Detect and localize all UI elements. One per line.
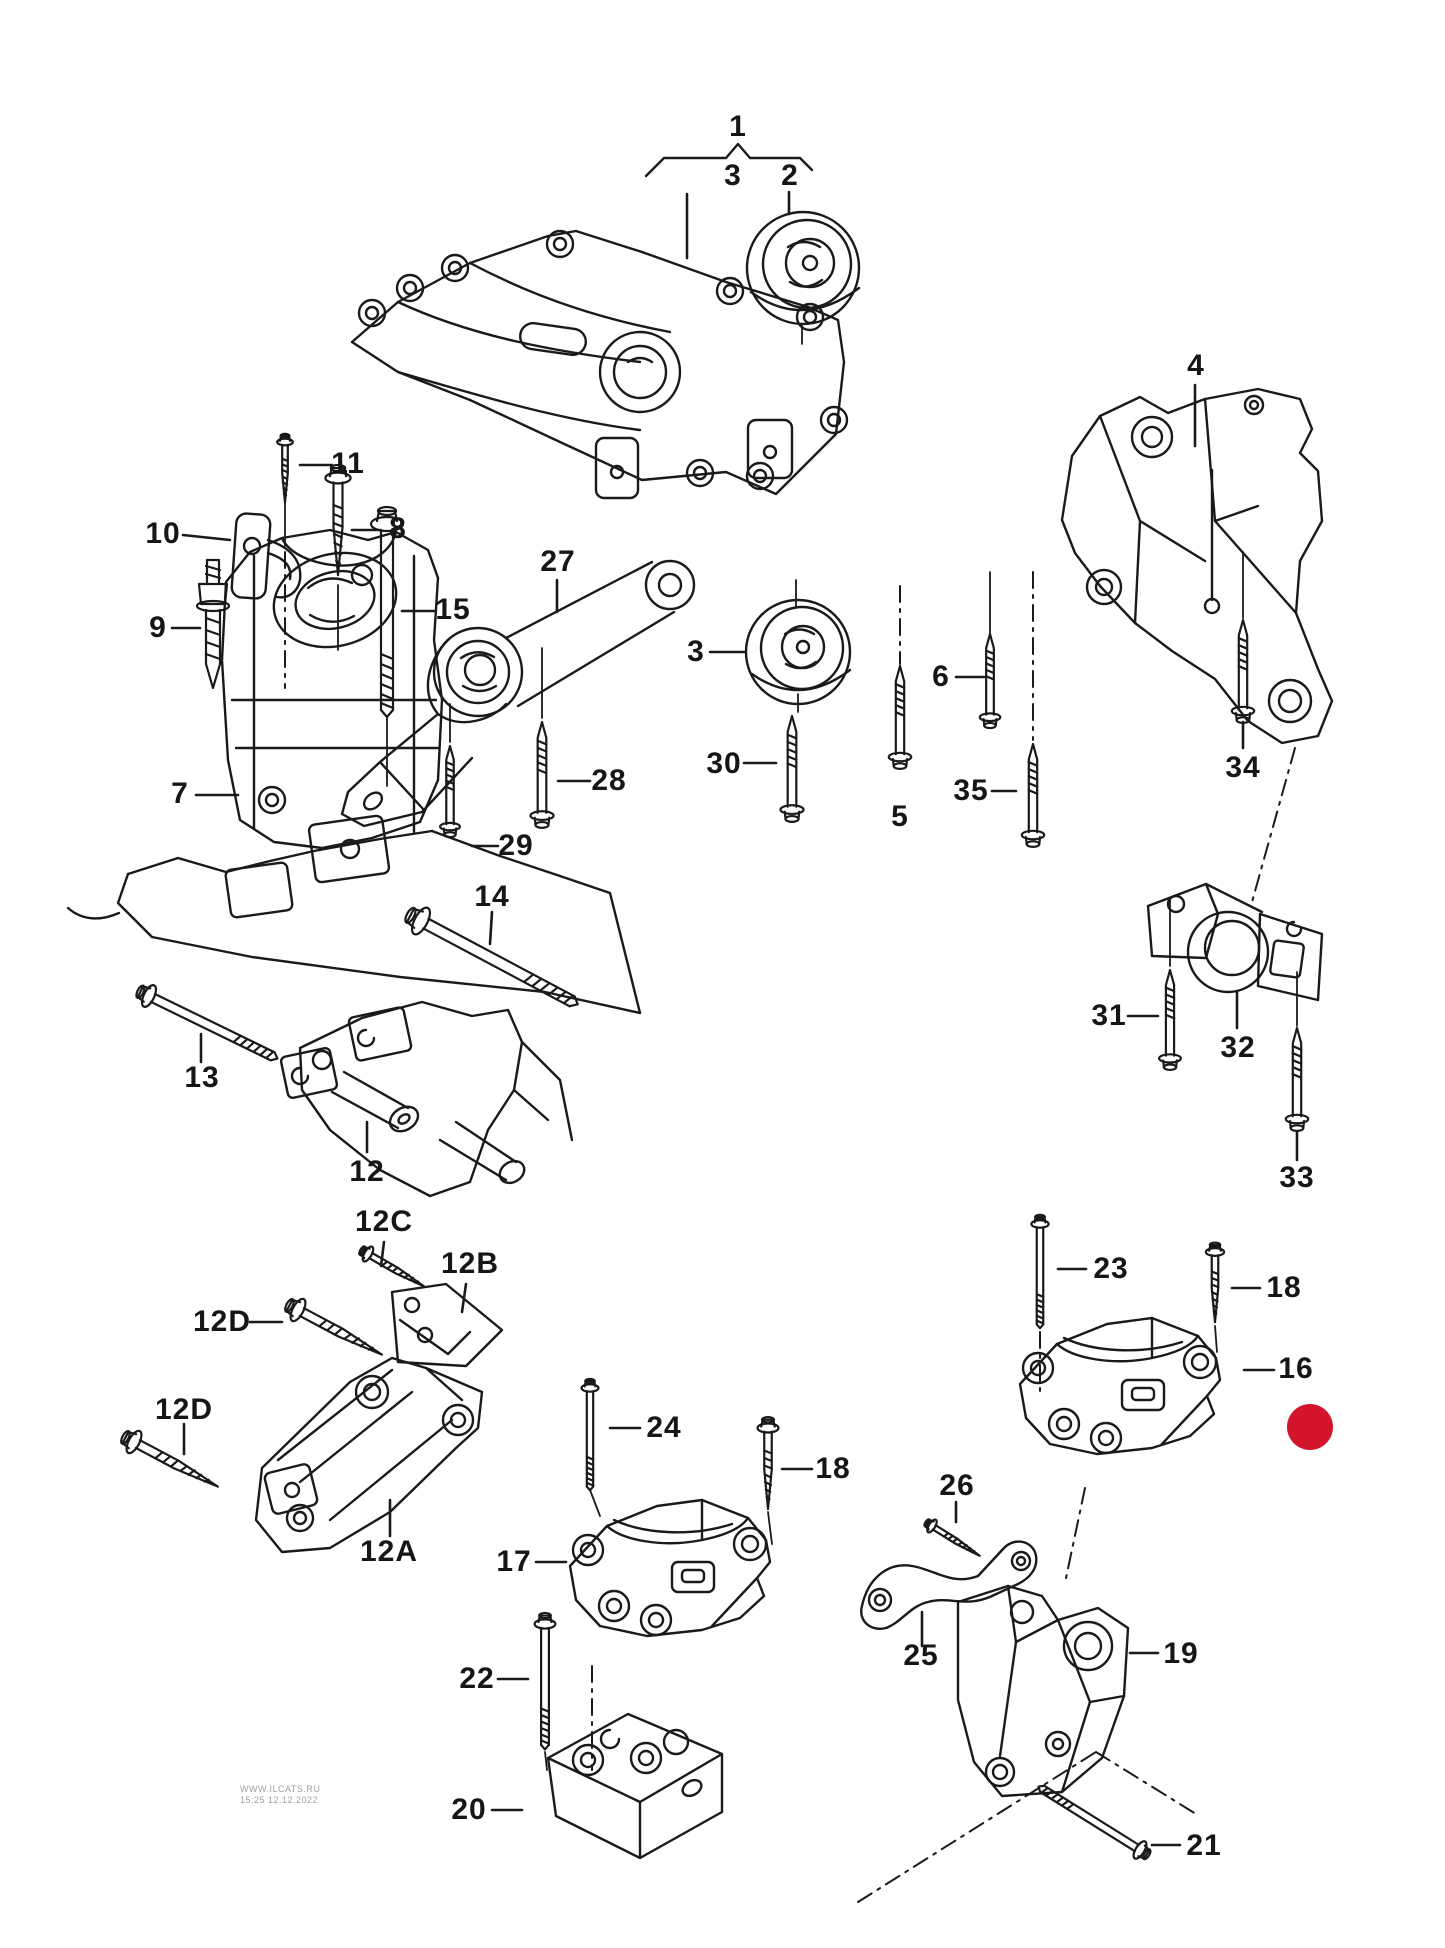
callout-12A: 12A [359,1535,419,1568]
gearbox-mount-16-drawing [1018,1316,1222,1456]
bolt-23-drawing [1030,1214,1050,1329]
callout-21: 21 [1186,1829,1222,1862]
bracket-12-drawing [280,1002,572,1196]
assembly-axis-lines [285,326,1297,1770]
callout-14: 14 [474,880,510,913]
callout-22: 22 [459,1662,495,1695]
callout-5: 5 [891,800,909,833]
callout-28: 28 [591,764,627,797]
selected-part-marker [1287,1404,1333,1450]
callout-12: 12 [349,1155,385,1188]
callout-25: 25 [903,1639,939,1672]
callout-31: 31 [1091,999,1127,1032]
callout-18: 18 [815,1452,851,1485]
callout-19: 19 [1163,1637,1199,1670]
bolt-13-drawing [131,978,284,1071]
bolt-26-drawing [921,1515,985,1563]
lower-bushing-drawing [746,600,850,704]
body-rail-drawing [68,815,640,1013]
bolt-12d-lower-drawing [115,1424,225,1499]
callout-4: 4 [1187,349,1205,382]
callout-3: 3 [724,159,742,192]
callout-18: 18 [1266,1271,1302,1304]
callout-11: 11 [331,447,365,480]
stud-9-drawing [197,560,229,688]
pendulum-support-drawing [342,561,694,826]
screw-34-drawing [1230,619,1256,724]
screw-31-drawing [1158,969,1182,1071]
callout-30: 30 [706,747,742,780]
callout-17: 17 [496,1545,532,1578]
callout-12C: 12C [354,1205,414,1238]
callout-7: 7 [171,777,189,810]
support-block-20-drawing [548,1714,722,1858]
clamp-32-drawing [1148,884,1322,1000]
leader-lines [172,192,1297,1845]
bolt-24-drawing [580,1378,600,1491]
bolt-21-drawing [1032,1777,1155,1865]
bracket-12a-drawing [256,1358,482,1552]
engine-mount-7-drawing [222,530,442,848]
watermark-timestamp: 15:25 12.12.2022 [240,1795,319,1805]
screw-5-drawing [887,665,913,770]
subframe-drawing [352,231,847,498]
callout-6: 6 [932,660,950,693]
callout-29: 29 [498,829,534,862]
callout-34: 34 [1225,751,1261,784]
screw-28-drawing [529,721,555,829]
screw-30-drawing [779,715,805,823]
callout-32: 32 [1220,1031,1256,1064]
screw-29-drawing [439,745,461,838]
callout-9: 9 [149,611,167,644]
screw-35-drawing [1020,743,1046,848]
callout-12D: 12D [154,1393,214,1426]
group-bracket-1 [646,144,812,176]
callout-12D: 12D [192,1305,252,1338]
callout-10: 10 [145,517,181,550]
bolt-11-drawing [276,433,294,504]
centerlines [285,552,1295,1902]
callout-24: 24 [646,1411,682,1444]
callout-35: 35 [953,774,989,807]
screw-6-drawing [978,633,1002,729]
retainer-10-drawing [231,513,300,599]
watermark: WWW.ILCATS.RU 15:25 12.12.2022 [240,1784,320,1806]
callout-1: 1 [729,110,747,143]
callout-12B: 12B [440,1247,500,1280]
bolt-12d-upper-drawing [279,1292,389,1367]
callout-27: 27 [540,545,576,578]
callout-16: 16 [1278,1352,1314,1385]
callout-13: 13 [184,1061,220,1094]
screw-18-mid-drawing [756,1416,780,1510]
upper-bushing-drawing [747,212,859,324]
callout-8: 8 [389,512,407,545]
bolt-22-drawing [533,1612,557,1751]
callout-3: 3 [687,635,705,668]
bolt-8-drawing [324,463,352,577]
callout-26: 26 [939,1469,975,1502]
screw-33-drawing [1284,1027,1310,1132]
watermark-site: WWW.ILCATS.RU [240,1784,321,1794]
callout-20: 20 [451,1793,487,1826]
gearbox-mount-17-drawing [568,1498,772,1638]
bracket-19-drawing [958,1586,1128,1796]
support-bracket-4-drawing [1062,389,1332,743]
callout-2: 2 [781,159,799,192]
callout-33: 33 [1279,1161,1315,1194]
screw-18-right-drawing [1205,1241,1225,1323]
link-arm-25-drawing [861,1542,1036,1629]
callout-15: 15 [435,593,471,626]
bolt-12c-drawing [355,1241,430,1295]
bracket-12b-drawing [392,1284,502,1366]
callout-23: 23 [1093,1252,1129,1285]
